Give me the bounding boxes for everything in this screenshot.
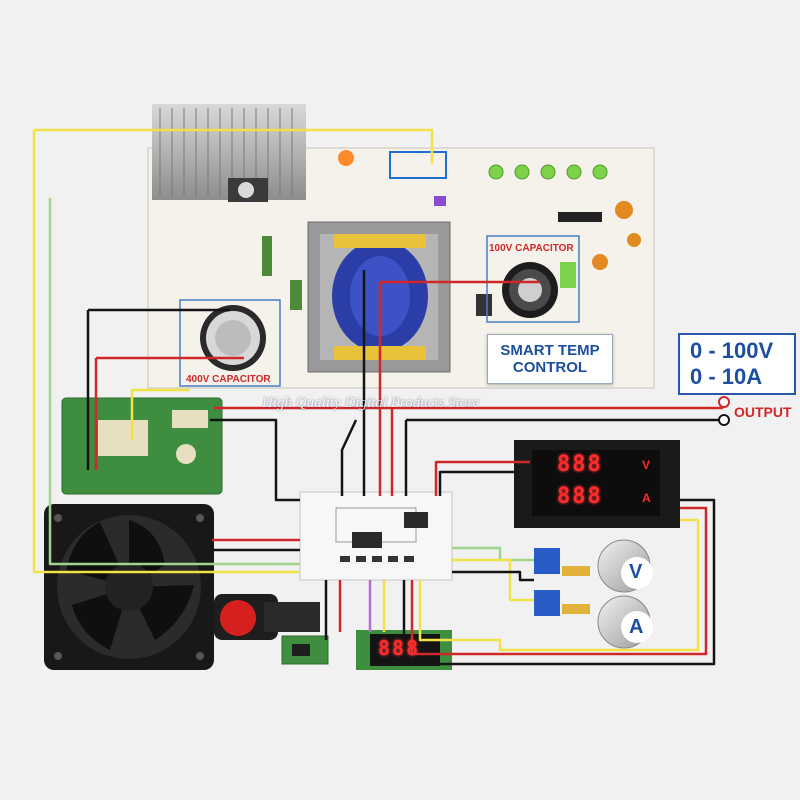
smart-temp-line2: CONTROL	[512, 359, 588, 376]
current-range-label: 0 - 10A	[690, 364, 763, 389]
smart-temp-line1: SMART TEMP	[500, 342, 600, 359]
wire-black-aux-ctrl	[210, 418, 300, 502]
status-leds	[488, 164, 608, 180]
capacitor-100v-label: 100V CAPACITOR	[489, 243, 574, 254]
output-terminals	[718, 396, 730, 426]
current-knob-label: A	[629, 616, 644, 638]
main-power-board	[147, 104, 655, 389]
capacitor-400v-label: 400V CAPACITOR	[186, 374, 271, 385]
wire-yellow-top	[34, 128, 434, 164]
trimmer-potentiometers	[534, 548, 590, 616]
cooling-fan	[44, 504, 214, 670]
small-components	[228, 150, 641, 316]
power-switch	[214, 594, 320, 640]
wire-yellow-left	[32, 130, 300, 574]
wire-black-meter	[438, 470, 520, 496]
meter-current-unit: A	[642, 491, 651, 505]
output-label: OUTPUT	[734, 404, 792, 420]
wire-black-ctrl-loop	[340, 419, 358, 496]
voltage-knob	[597, 539, 653, 593]
capacitor-100v-outline	[486, 235, 580, 323]
control-board	[299, 491, 453, 581]
wire-yellow-aux	[130, 388, 190, 440]
capacitor-400v	[200, 305, 266, 371]
meter-voltage-digits: 888	[557, 452, 603, 477]
wire-green-left	[48, 198, 300, 566]
voltage-knob-label: V	[629, 561, 643, 583]
panel-meter	[514, 440, 680, 528]
capacitor-400v-outline	[179, 299, 281, 387]
heatsink-fins	[159, 108, 293, 196]
spec-callout: 0 - 100V 0 - 10A	[678, 333, 796, 395]
meter-current-digits: 888	[557, 484, 603, 509]
wire-green-pot	[452, 546, 534, 562]
small-display-digits: 888	[378, 636, 421, 660]
wiring	[32, 128, 724, 666]
wire-yellow-meter	[418, 518, 700, 652]
wire-yellow-pot	[452, 558, 534, 602]
wire-red-meter	[434, 460, 530, 496]
meter-voltage-unit: V	[642, 458, 651, 472]
wire-black-pot	[452, 570, 534, 582]
watermark: High Quality Digital Products Store	[262, 395, 480, 411]
voltage-range-label: 0 - 100V	[690, 338, 774, 363]
capacitor-100v	[502, 262, 558, 318]
smart-temp-control-callout: SMART TEMP CONTROL	[487, 334, 613, 384]
current-knob	[597, 595, 653, 649]
wire-red-meter-loop	[410, 506, 708, 656]
aux-power-board	[61, 397, 223, 495]
wire-black-meter-loop	[402, 498, 716, 666]
buck-module	[281, 635, 329, 665]
